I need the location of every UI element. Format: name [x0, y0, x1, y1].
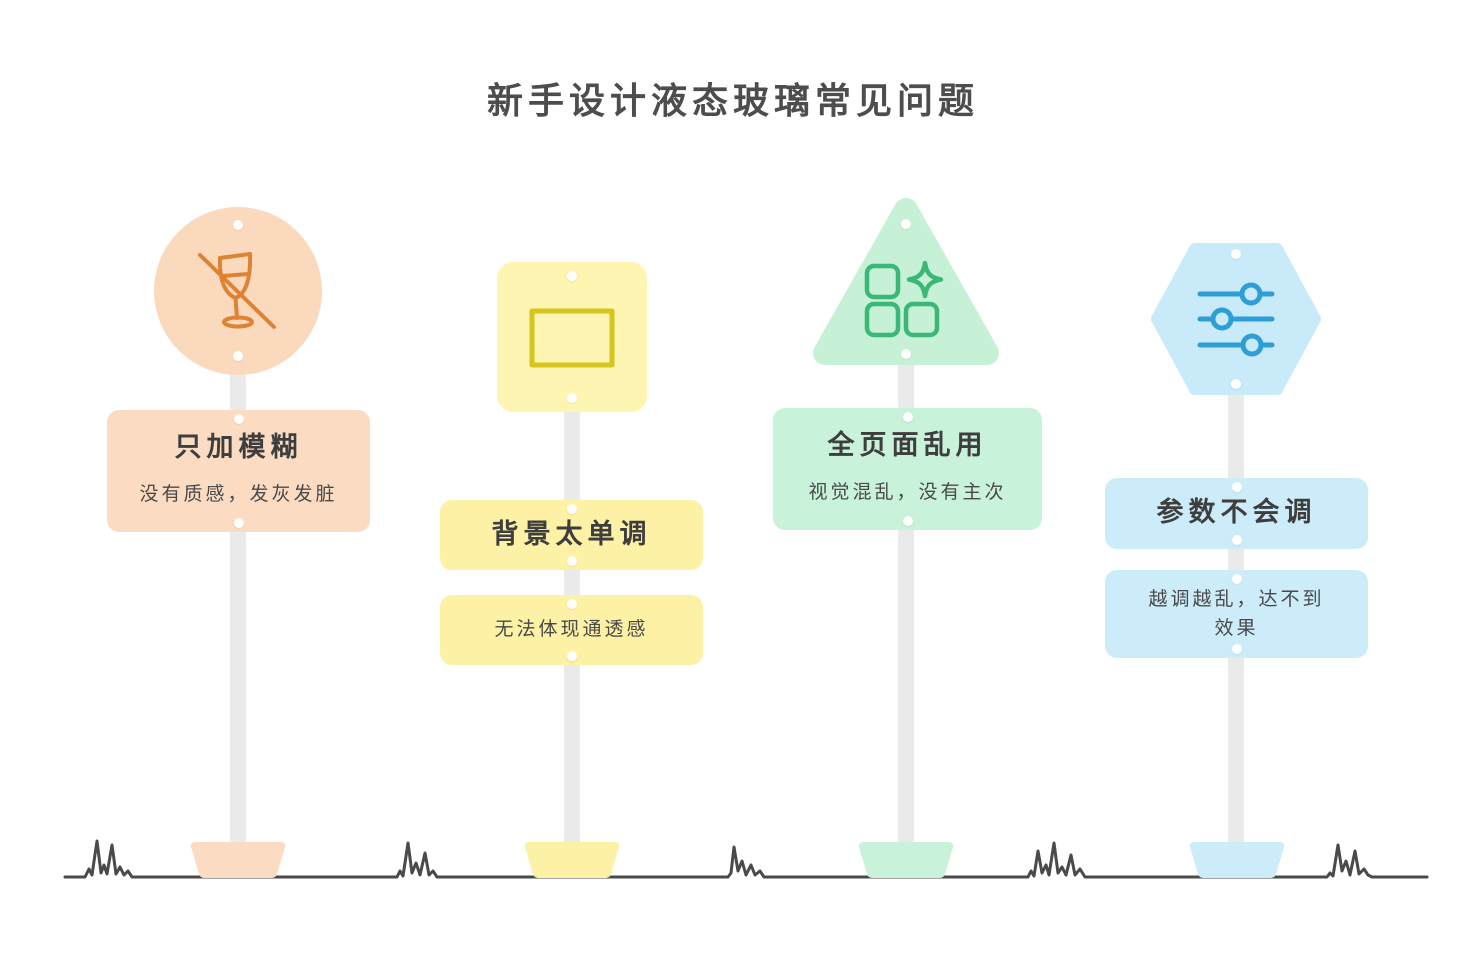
screw-dot: [567, 271, 577, 281]
problem-desc: 无法体现通透感: [494, 618, 649, 641]
page-title: 新手设计液态玻璃常见问题: [486, 80, 979, 122]
rectangle-icon: [529, 308, 615, 368]
screw-dot: [566, 556, 577, 566]
screw-dot: [902, 516, 913, 526]
label-card: 只加模糊 没有质感，发灰发脏: [107, 410, 370, 532]
screw-dot: [1231, 574, 1242, 584]
problem-title: 只加模糊: [174, 432, 303, 464]
ground-grass-line: [63, 839, 1429, 879]
app-grid-sparkle-icon: [864, 258, 948, 338]
problem-title: 背景太单调: [491, 518, 652, 550]
screw-dot: [566, 504, 577, 514]
screw-dot: [566, 599, 577, 609]
screw-dot: [901, 219, 911, 229]
signpost-base: [190, 842, 286, 878]
screw-dot: [1231, 482, 1242, 492]
sliders-icon: [1196, 282, 1276, 358]
problem-title: 参数不会调: [1156, 497, 1317, 529]
label-card: 参数不会调: [1105, 478, 1368, 549]
square-sign: [497, 262, 647, 412]
screw-dot: [901, 349, 911, 359]
screw-dot: [1231, 249, 1241, 259]
screw-dot: [1231, 535, 1242, 545]
screw-dot: [566, 651, 577, 661]
signpost-base: [1189, 842, 1285, 878]
screw-dot: [233, 220, 243, 230]
signpost-pole: [564, 330, 580, 846]
screw-dot: [902, 412, 913, 422]
problem-desc: 越调越乱，达不到效果: [1148, 587, 1325, 639]
label-card: 背景太单调: [440, 500, 703, 570]
no-drink-icon: [183, 234, 293, 344]
signpost-base: [524, 842, 620, 878]
problem-title: 全页面乱用: [827, 430, 988, 462]
signpost-base: [858, 842, 954, 878]
screw-dot: [1231, 644, 1242, 654]
label-card: 越调越乱，达不到效果: [1105, 570, 1368, 658]
screw-dot: [567, 393, 577, 403]
screw-dot: [1231, 379, 1241, 389]
screw-dot: [233, 414, 244, 424]
label-card: 无法体现通透感: [440, 595, 703, 665]
screw-dot: [233, 518, 244, 528]
label-card: 全页面乱用 视觉混乱，没有主次: [773, 408, 1042, 530]
problem-desc: 没有质感，发灰发脏: [139, 483, 338, 506]
screw-dot: [233, 351, 243, 361]
problem-desc: 视觉混乱，没有主次: [808, 481, 1007, 504]
